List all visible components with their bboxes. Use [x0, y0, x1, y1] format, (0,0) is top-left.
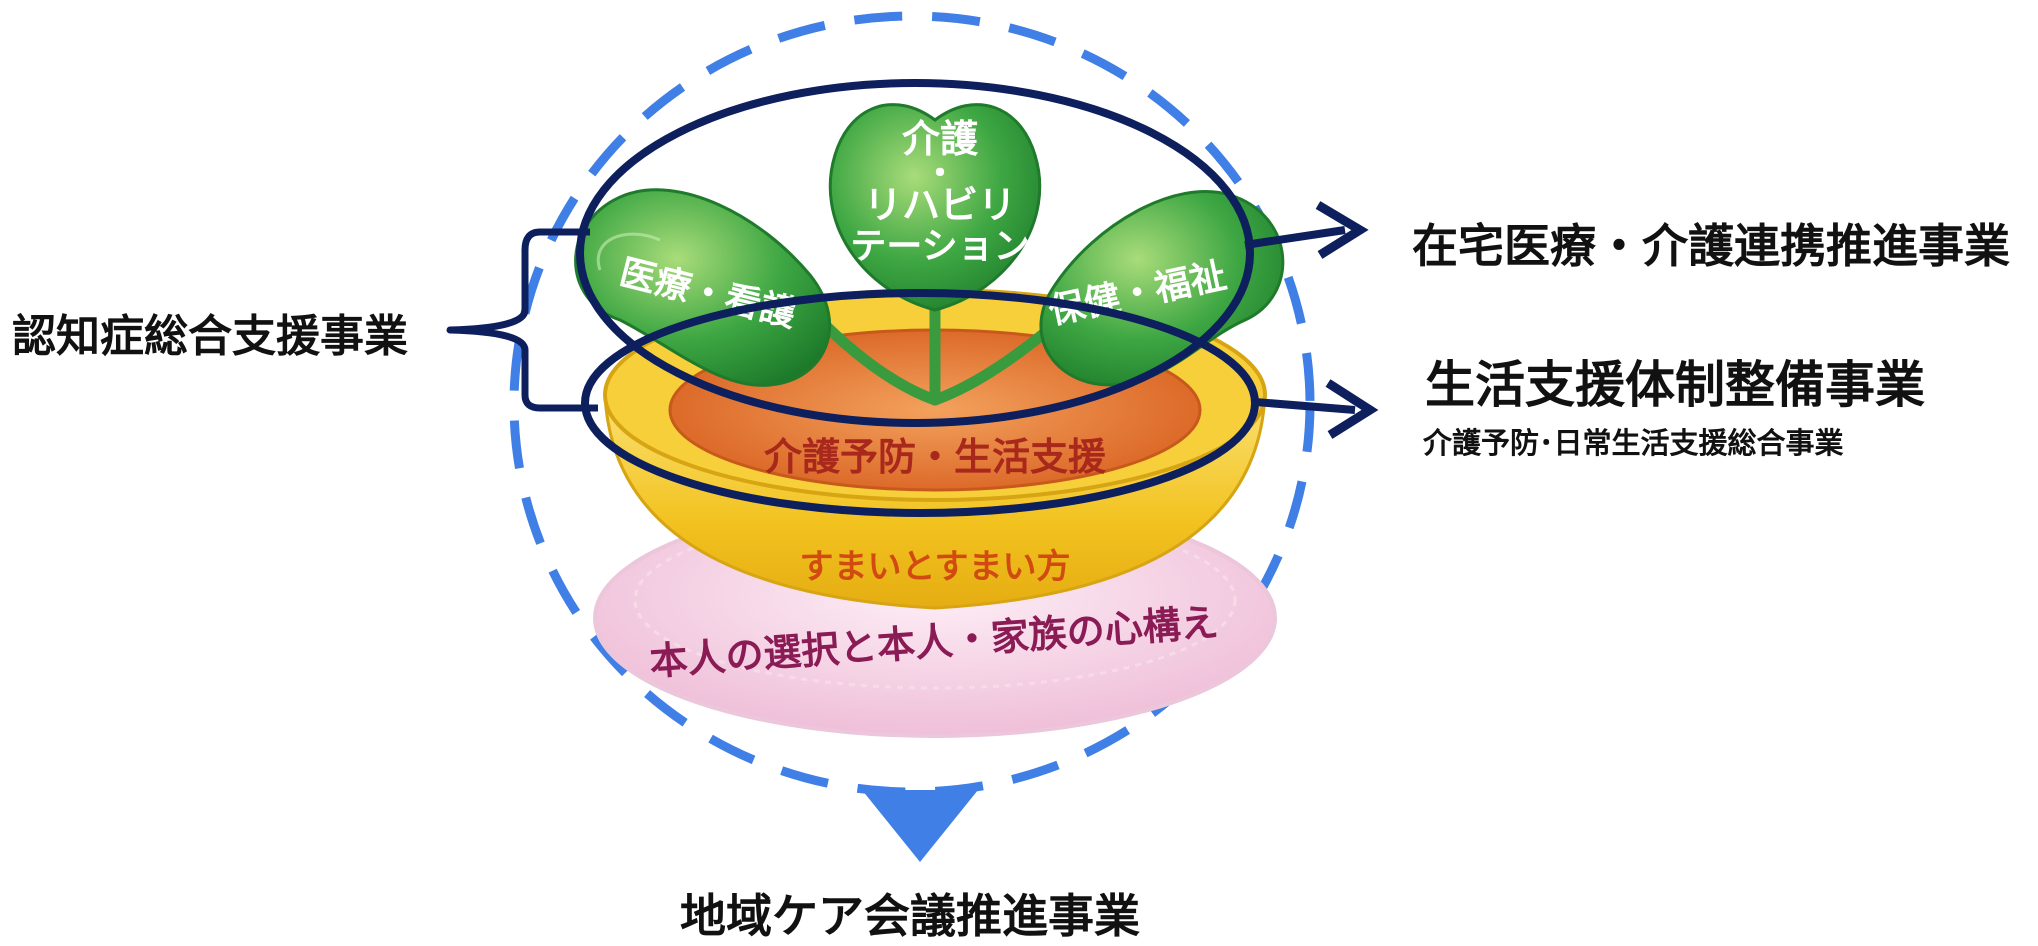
arrow-lower: [1254, 379, 1379, 439]
leaf-care-rehab-line1: 介護: [902, 117, 979, 161]
soil-label: 介護予防・生活支援: [764, 435, 1107, 479]
label-dementia-support: 認知症総合支援事業: [12, 311, 408, 362]
label-prevention-daily: 介護予防･日常生活支援総合事業: [1423, 426, 1844, 460]
label-home-medical: 在宅医療・介護連携推進事業: [1412, 219, 2010, 273]
upper-ellipse: [576, 79, 1254, 427]
leaf-care-rehab-line3: リハビリ: [864, 183, 1016, 227]
bottom-triangle: [862, 790, 978, 862]
leaf-care-rehab-line2: ・: [923, 154, 957, 194]
label-living-support: 生活支援体制整備事業: [1425, 356, 1925, 414]
leaf-care-rehab-line4: テーション: [850, 226, 1029, 267]
leaf-care-rehab: [828, 103, 1042, 312]
band-label: すまいとすまい方: [800, 547, 1071, 587]
label-community-care-meeting: 地域ケア会議推進事業: [680, 889, 1140, 943]
arrow-upper: [1244, 201, 1369, 259]
left-brace: [446, 228, 598, 412]
